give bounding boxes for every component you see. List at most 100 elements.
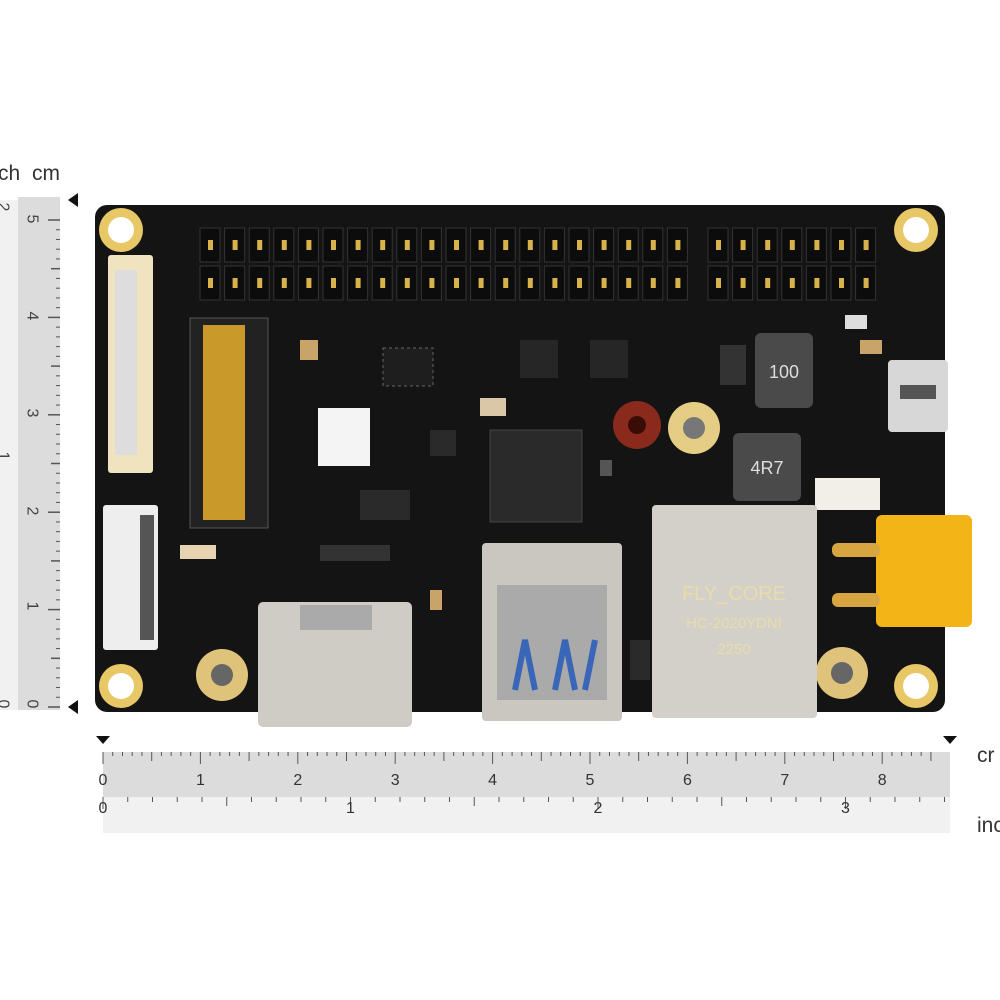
smd-component bbox=[480, 398, 506, 416]
header-pin-contact bbox=[232, 278, 238, 288]
header-pin-contact bbox=[626, 278, 632, 288]
cm-label: 1 bbox=[195, 772, 205, 789]
smd-component bbox=[430, 590, 442, 610]
header-pin-contact bbox=[355, 240, 361, 250]
header-pin-contact bbox=[650, 240, 656, 250]
smd-component bbox=[630, 640, 650, 680]
ethernet-model: HC-2020YDNI bbox=[686, 615, 782, 632]
smd-component bbox=[845, 315, 867, 329]
header-pin-contact bbox=[650, 278, 656, 288]
left-cm-unit: cm bbox=[32, 162, 60, 185]
inch-label: 2 bbox=[593, 800, 603, 817]
header-pin-contact bbox=[232, 240, 238, 250]
header-pin-contact bbox=[765, 278, 771, 288]
cm-label: 8 bbox=[877, 772, 887, 789]
ruler-marker bbox=[68, 193, 78, 207]
header-pin-contact bbox=[503, 240, 509, 250]
cm-label: 6 bbox=[682, 772, 692, 789]
qr-label bbox=[318, 408, 370, 466]
smd-component bbox=[720, 345, 746, 385]
header-pin-contact bbox=[765, 240, 771, 250]
header-pin-contact bbox=[503, 278, 509, 288]
ethernet-code: 2250 bbox=[717, 641, 750, 658]
smd-component bbox=[180, 545, 216, 559]
soc-chip bbox=[489, 429, 583, 523]
left-inch-unit: ch bbox=[0, 162, 21, 185]
header-pin-contact bbox=[306, 240, 312, 250]
header-pin-contact bbox=[331, 240, 336, 250]
header-pin-contact bbox=[839, 240, 844, 250]
header-pin-contact bbox=[863, 278, 869, 288]
header-pin-contact bbox=[863, 240, 869, 250]
smd-component bbox=[430, 430, 456, 456]
ruler-marker bbox=[943, 736, 957, 744]
inductor-4r7-label: 4R7 bbox=[750, 458, 783, 478]
header-pin-contact bbox=[208, 278, 213, 288]
header-pin-contact bbox=[429, 240, 435, 250]
header-pin-contact bbox=[454, 278, 459, 288]
header-pin-contact bbox=[552, 278, 558, 288]
smd-components bbox=[180, 315, 882, 680]
header-pin-contact bbox=[740, 278, 746, 288]
smd-component bbox=[360, 490, 410, 520]
header-pin-contact bbox=[404, 240, 410, 250]
pcb-board: 100 4R7 FLY_CORE HC-2020YDNI 2250 bbox=[95, 205, 972, 727]
smd-component bbox=[300, 340, 318, 360]
header-pin-contact bbox=[552, 240, 558, 250]
header-pin-contact bbox=[675, 240, 681, 250]
header-pin-contact bbox=[257, 278, 263, 288]
header-pin-contact bbox=[454, 240, 459, 250]
header-pin-contact bbox=[740, 240, 746, 250]
bottom-cm-unit: cr bbox=[977, 744, 995, 767]
cm-label: 0 bbox=[98, 772, 108, 789]
header-pin-contact bbox=[281, 278, 287, 288]
smd-component bbox=[600, 460, 612, 476]
header-pin-contact bbox=[331, 278, 336, 288]
header-pin-contact bbox=[716, 240, 721, 250]
cm-label: 2 bbox=[293, 772, 303, 789]
header-pin-contact bbox=[380, 278, 386, 288]
header-pin-contact bbox=[675, 278, 681, 288]
ethernet-brand: FLY_CORE bbox=[682, 583, 786, 605]
header-pin-contact bbox=[478, 278, 484, 288]
header-pin-contact bbox=[626, 240, 632, 250]
header-pin-contact bbox=[789, 278, 795, 288]
cm-label: 5 bbox=[585, 772, 595, 789]
ruler-marker bbox=[68, 700, 78, 714]
bottom-inch-unit: inc bbox=[977, 814, 1000, 837]
left-ruler: ch cm 0 1 2 3 4 5 0 1 2 bbox=[0, 160, 80, 720]
header-pin-contact bbox=[577, 278, 582, 288]
cm-label: 7 bbox=[780, 772, 790, 789]
header-pin-contact bbox=[601, 278, 607, 288]
header-pin-contact bbox=[306, 278, 312, 288]
header-pin-contact bbox=[257, 240, 263, 250]
cm-label: 3 bbox=[390, 772, 400, 789]
header-pin-contact bbox=[716, 278, 721, 288]
header-pin-contact bbox=[478, 240, 484, 250]
inductor-100 bbox=[755, 333, 813, 408]
header-pin-contact bbox=[814, 240, 820, 250]
header-pin-contact bbox=[601, 240, 607, 250]
gpio-header-14pin bbox=[707, 227, 877, 301]
left-ruler-ticks bbox=[48, 193, 78, 714]
hdmi-port bbox=[258, 602, 412, 727]
header-pin-contact bbox=[355, 278, 361, 288]
smd-component bbox=[860, 340, 882, 354]
jst-connector bbox=[815, 478, 880, 510]
header-pin-contact bbox=[577, 240, 582, 250]
chip bbox=[590, 340, 628, 378]
header-pin-contact bbox=[839, 278, 844, 288]
smd-component bbox=[320, 545, 390, 561]
inductor-100-label: 100 bbox=[769, 362, 799, 382]
header-pin-contact bbox=[789, 240, 795, 250]
header-pin-contact bbox=[281, 240, 287, 250]
ruler-marker bbox=[96, 736, 110, 744]
xt30-connector bbox=[876, 515, 972, 627]
inch-label: 3 bbox=[841, 800, 850, 817]
bottom-ruler-ticks bbox=[96, 736, 957, 809]
gpio-header-40pin bbox=[199, 227, 688, 301]
header-pin-contact bbox=[208, 240, 213, 250]
ethernet-port bbox=[652, 505, 817, 718]
header-pin-contact bbox=[814, 278, 820, 288]
